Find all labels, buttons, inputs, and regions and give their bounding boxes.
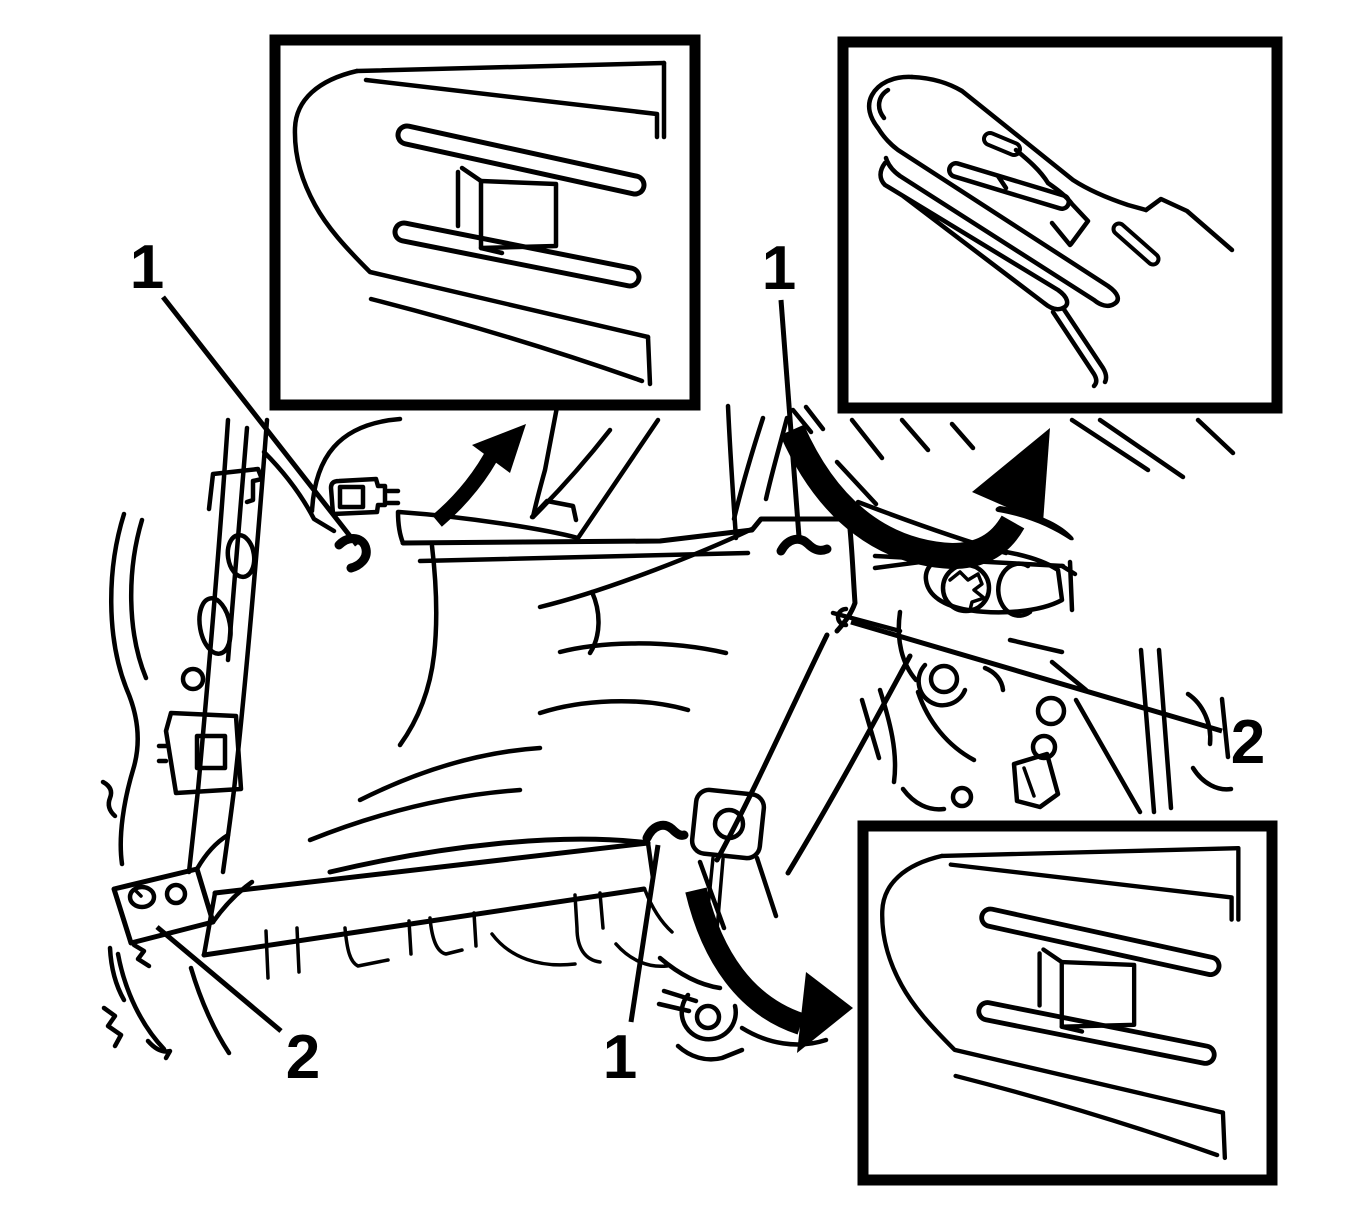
leader-2-lower-left <box>155 925 283 1033</box>
leader-1-upper-left <box>161 295 359 547</box>
callout-2-lower-left: 2 <box>286 1023 320 1092</box>
inset-border <box>837 36 1283 414</box>
arrow-to-top-left-inset <box>432 424 526 527</box>
inset-border <box>269 34 701 411</box>
console-trim-panel <box>307 509 903 875</box>
clip-body <box>478 178 559 251</box>
dash-underside <box>309 403 826 541</box>
upper-bushing <box>689 787 767 861</box>
relay-block <box>163 710 244 796</box>
retainer-tab-front-view <box>882 848 1238 1158</box>
retainer-clip-1-upper-center <box>776 534 832 556</box>
cowl-shadow <box>995 506 1074 541</box>
lower-left-bracket <box>111 832 255 969</box>
screw-hole <box>835 606 849 628</box>
inset-box-top-left <box>269 34 701 411</box>
retainer-latch <box>328 476 388 517</box>
removal-direction-arrows <box>432 424 1050 1053</box>
retainer-clip-1-upper-left <box>334 534 371 573</box>
inset-border <box>857 820 1278 1186</box>
callout-numbers: 1 1 2 2 1 <box>130 233 1265 1092</box>
inset-box-top-right <box>837 36 1283 414</box>
callout-1-upper-left: 1 <box>130 233 164 302</box>
callout-2-right: 2 <box>1231 708 1265 777</box>
callout-1-lower-center: 1 <box>603 1023 637 1092</box>
leader-2-right <box>850 619 1223 734</box>
upper-bracket <box>206 466 265 512</box>
callout-leader-lines <box>155 295 1223 1033</box>
support-brace <box>656 632 913 1062</box>
retainer-tab-front-view <box>292 60 667 387</box>
arrow-to-top-right-inset <box>780 424 1050 570</box>
retainer-tab-angled-view <box>866 74 1235 389</box>
leader-1-upper-center <box>778 299 802 538</box>
callout-1-upper-center: 1 <box>762 234 796 303</box>
retainer-clip-marks <box>334 534 832 843</box>
leader-1-lower-center <box>628 844 661 1023</box>
retainer-clip-1-lower-center <box>642 820 689 843</box>
left-pillar-structure <box>100 417 401 1061</box>
arrow-to-bottom-right-inset <box>685 887 853 1053</box>
lower-bushing <box>694 1003 722 1031</box>
column-shaft-end <box>940 562 992 614</box>
rocker-sill-strip <box>201 840 674 980</box>
steering-column-area <box>834 417 1236 815</box>
inset-box-bottom-right <box>857 820 1278 1186</box>
